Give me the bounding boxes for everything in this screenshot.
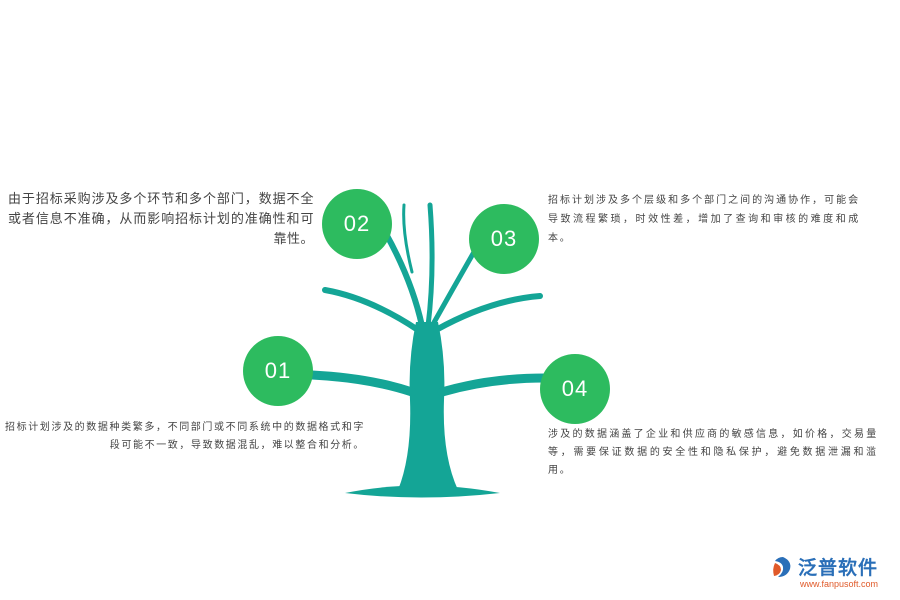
description-01: 招标计划涉及的数据种类繁多，不同部门或不同系统中的数据格式和字段可能不一致，导致… — [5, 422, 365, 451]
branch-right-spread — [433, 293, 543, 333]
branch-01 — [307, 370, 417, 397]
fanpu-logo-icon — [773, 557, 791, 577]
tree-trunk — [398, 322, 458, 490]
branch-twig — [402, 203, 414, 274]
branch-left-spread — [322, 287, 421, 333]
description-04: 涉及的数据涵盖了企业和供应商的敏感信息，如价格，交易量等，需要保证数据的安全性和… — [548, 429, 878, 476]
branch-02 — [382, 229, 425, 329]
tree-base — [345, 485, 500, 498]
branch-04 — [437, 373, 550, 397]
brand-name: 泛普软件 — [798, 557, 879, 579]
brand-logo: 泛普软件 www.fanpusoft.com — [770, 553, 892, 595]
badge-03-number: 03 — [490, 226, 518, 251]
badge-01-number: 01 — [264, 358, 292, 383]
branch-center — [425, 202, 435, 329]
badge-02-number: 02 — [343, 211, 371, 236]
badge-02: 02 — [322, 189, 392, 259]
badge-04-number: 04 — [561, 376, 589, 401]
badge-04: 04 — [540, 354, 610, 424]
description-03: 招标计划涉及多个层级和多个部门之间的沟通协作，可能会导致流程繁琐，时效性差，增加… — [548, 195, 860, 244]
description-02: 由于招标采购涉及多个环节和多个部门，数据不全或者信息不准确，从而影响招标计划的准… — [8, 192, 314, 247]
brand-url: www.fanpusoft.com — [800, 579, 879, 589]
badge-01: 01 — [243, 336, 313, 406]
badge-03: 03 — [469, 204, 539, 274]
